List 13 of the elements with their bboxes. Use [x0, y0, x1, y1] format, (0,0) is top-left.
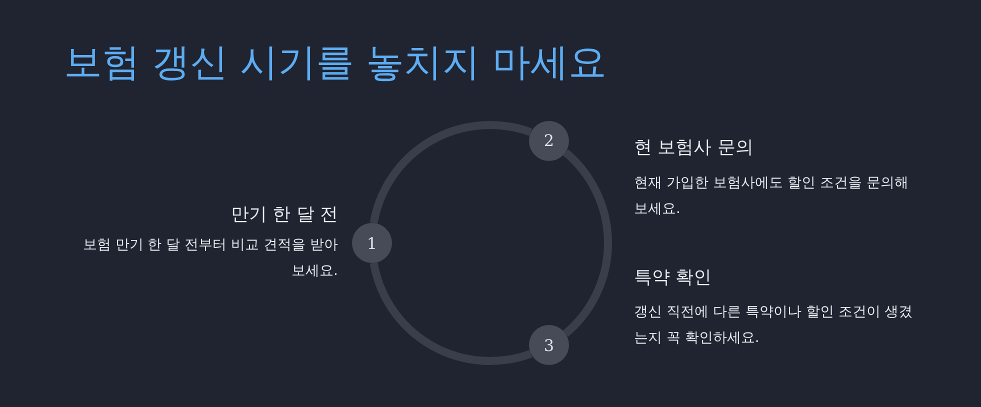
title: 보험 갱신 시기를 놓치지 마세요: [64, 42, 606, 84]
step-description: 현재 가입한 보험사에도 할인 조건을 문의해보세요.: [634, 174, 910, 219]
ring-arc: [370, 262, 532, 365]
step-heading: 현 보험사 문의: [634, 136, 754, 159]
step-heading: 만기 한 달 전: [230, 203, 338, 226]
step-number-marker: 3: [529, 325, 569, 366]
step-description: 갱신 직전에 다른 특약이나 할인 조건이 생겼는지 꼭 확인하세요.: [634, 303, 914, 348]
step-heading: 특약 확인: [634, 266, 712, 289]
step-description: 보험 만기 한 달 전부터 비교 견적을 받아보세요.: [82, 236, 338, 281]
ring-arc: [562, 149, 612, 337]
step-number-marker: 2: [529, 120, 569, 161]
step-number-marker: 1: [352, 223, 392, 263]
ring-arc: [370, 121, 532, 224]
